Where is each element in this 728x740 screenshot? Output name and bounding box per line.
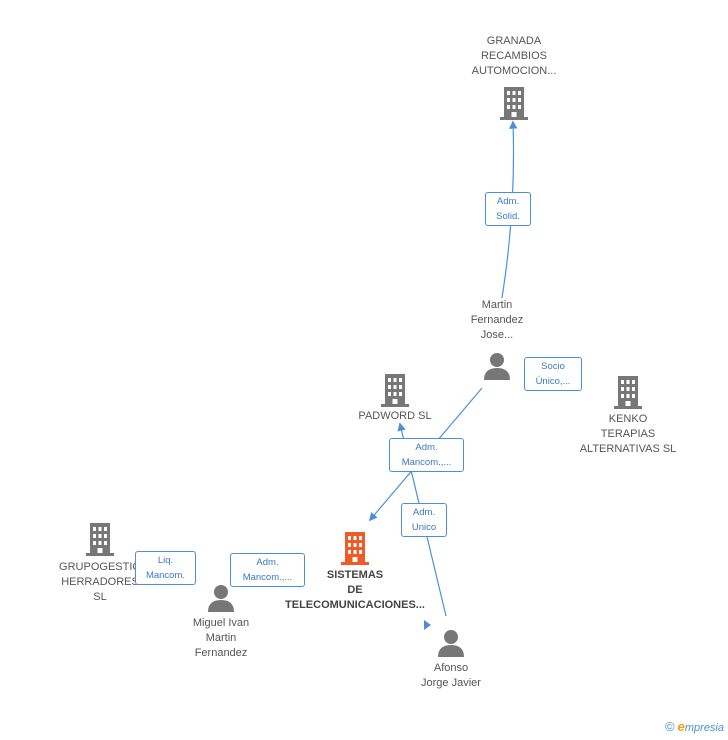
node-kenko-terapias[interactable]: KENKO TERAPIAS ALTERNATIVAS SL xyxy=(572,374,684,457)
badge-adm-unico[interactable]: Adm. Unico xyxy=(401,503,447,537)
badge-socio-unico[interactable]: Socio Único,... xyxy=(524,357,582,391)
building-icon xyxy=(381,374,409,407)
node-label: GRUPOGESTIO HERRADORES SL xyxy=(59,561,141,603)
node-label: PADWORD SL xyxy=(358,410,432,422)
badge-liq-mancom[interactable]: Liq. Mancom. xyxy=(135,551,196,585)
person-icon xyxy=(208,585,234,612)
badge-adm-solid[interactable]: Adm. Solid. xyxy=(485,192,531,226)
person-icon xyxy=(438,630,464,657)
node-label: Martin Fernandez Jose... xyxy=(470,299,524,341)
building-icon xyxy=(500,87,528,120)
building-icon xyxy=(341,532,369,565)
badge-adm-mancom-padword[interactable]: Adm. Mancom.,... xyxy=(389,438,464,472)
node-grupogestion-herradores[interactable]: GRUPOGESTIO HERRADORES SL xyxy=(50,521,150,605)
node-martin-fernandez-jose[interactable]: Martin Fernandez Jose... xyxy=(452,298,542,381)
node-label: SISTEMAS DE TELECOMUNICACIONES... xyxy=(285,569,425,611)
copyright-icon: © xyxy=(665,719,675,734)
node-label: Miguel Ivan Martin Fernandez xyxy=(192,617,250,659)
node-sistemas-telecomunicaciones[interactable]: SISTEMAS DE TELECOMUNICACIONES... xyxy=(279,530,431,613)
node-padword[interactable]: PADWORD SL xyxy=(345,372,445,424)
node-label: Afonso Jorge Javier xyxy=(421,662,481,689)
node-afonso-jorge-javier[interactable]: Afonso Jorge Javier xyxy=(405,628,497,691)
brand-logo-text: mpresia xyxy=(684,722,724,734)
node-granada-recambios[interactable]: GRANADA RECAMBIOS AUTOMOCION... xyxy=(459,34,569,121)
node-miguel-ivan-martin-fernandez[interactable]: Miguel Ivan Martin Fernandez xyxy=(176,583,266,661)
building-icon xyxy=(614,376,642,409)
badge-adm-mancom-miguel[interactable]: Adm. Mancom.,... xyxy=(230,553,305,587)
edge-afonso-sistemas-arrow xyxy=(424,620,431,630)
node-label: GRANADA RECAMBIOS AUTOMOCION... xyxy=(471,35,557,77)
building-icon xyxy=(86,523,114,556)
footer-credit: ©empresia xyxy=(665,719,724,734)
person-icon xyxy=(484,353,510,380)
node-label: KENKO TERAPIAS ALTERNATIVAS SL xyxy=(579,413,677,455)
brand-logo-initial: e xyxy=(677,719,685,734)
